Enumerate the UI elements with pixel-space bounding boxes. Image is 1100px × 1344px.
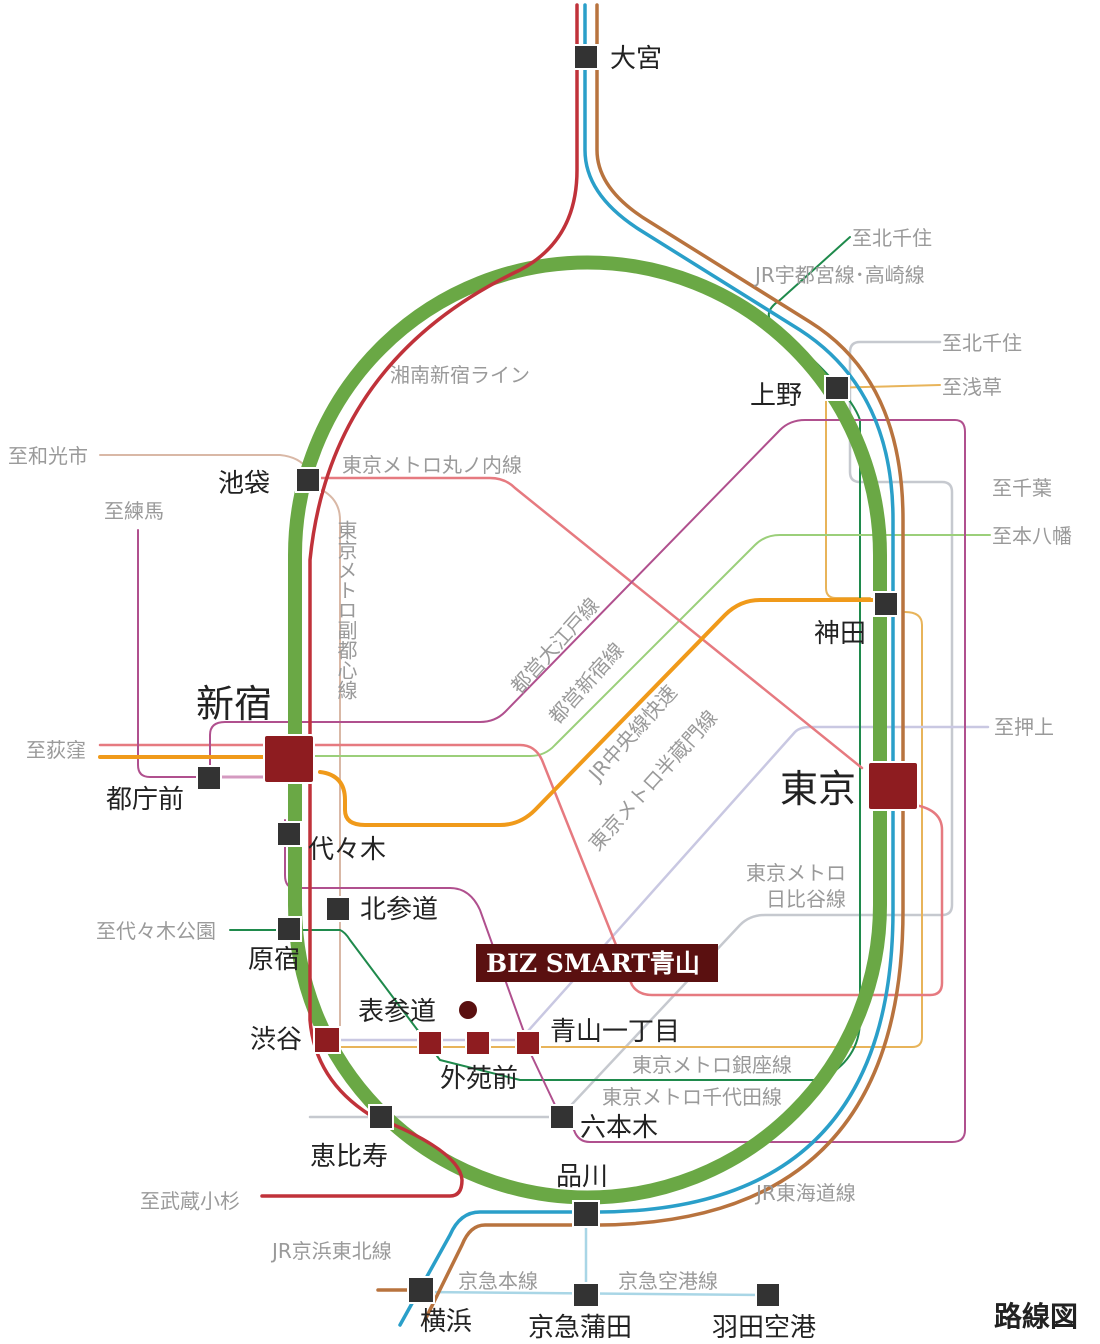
label-yoyogi: 代々木: [308, 835, 386, 865]
station-labels: 大宮 上野 池袋 神田 新宿 都庁前 東京 代々木 北参道 原宿 表参道 渋谷 …: [106, 44, 866, 1343]
line-yamanote: [288, 255, 887, 1205]
label-ebisu: 恵比寿: [310, 1142, 388, 1172]
map-title: 路線図: [994, 1300, 1078, 1333]
dest-chiba: 至千葉: [992, 476, 1052, 500]
label-gaienmae: 外苑前: [440, 1064, 518, 1094]
line-shinjuku: [314, 534, 991, 757]
label-shonan-shinjuku: 湘南新宿ライン: [390, 363, 530, 387]
label-tokaido: JR東海道線: [754, 1181, 856, 1205]
station-shibuya[interactable]: [313, 1026, 341, 1054]
station-haneda[interactable]: [755, 1282, 781, 1308]
station-ueno[interactable]: [824, 375, 850, 401]
label-hibiya-2: 日比谷線: [766, 887, 846, 911]
station-yoyogi[interactable]: [276, 821, 302, 847]
label-yokohama: 横浜: [420, 1307, 472, 1337]
stations: [196, 44, 919, 1308]
dest-ogikubo: 至荻窪: [26, 738, 86, 762]
dest-musashikosugi: 至武蔵小杉: [140, 1189, 240, 1213]
label-marunouchi: 東京メトロ丸ノ内線: [342, 453, 522, 477]
label-tokyo: 東京: [780, 767, 856, 811]
label-keihin-tohoku: JR京浜東北線: [270, 1239, 392, 1263]
label-shinagawa: 品川: [556, 1162, 608, 1192]
line-marunouchi: [98, 476, 944, 997]
label-chiyoda: 東京メトロ千代田線: [602, 1085, 782, 1109]
property-label-box: [476, 944, 718, 982]
label-omiya: 大宮: [610, 44, 662, 74]
label-roppongi: 六本木: [580, 1113, 658, 1143]
label-keikyu-kamata: 京急蒲田: [528, 1313, 632, 1343]
station-yokohama[interactable]: [407, 1276, 435, 1304]
label-hibiya-1: 東京メトロ: [746, 861, 846, 885]
label-keikyu-main: 京急本線: [458, 1269, 538, 1293]
station-shinjuku[interactable]: [263, 734, 315, 784]
station-gaienmae[interactable]: [465, 1030, 491, 1056]
label-harajuku: 原宿: [248, 945, 300, 975]
label-utsunomiya-takasaki: JR宇都宮線･高崎線: [753, 263, 925, 287]
label-keikyu-airport: 京急空港線: [618, 1269, 718, 1293]
dest-asakusa: 至浅草: [942, 375, 1002, 399]
station-roppongi[interactable]: [549, 1104, 575, 1130]
station-omiya[interactable]: [573, 44, 599, 70]
label-aoyama-itchome: 青山一丁目: [550, 1017, 680, 1047]
line-saikyo: [260, 3, 579, 1198]
property-dot: [459, 1001, 477, 1019]
station-keikyu-kamata[interactable]: [572, 1282, 600, 1308]
destination-labels: 至北千住 至北千住 至浅草 至千葉 至本八幡 至押上 至和光市 至練馬 至荻窪 …: [8, 226, 1072, 1213]
line-oedo: [137, 419, 966, 1143]
label-omotesando: 表参道: [358, 997, 436, 1027]
label-tochomae: 都庁前: [106, 785, 184, 815]
label-ikebukuro: 池袋: [218, 469, 270, 499]
station-shinagawa[interactable]: [572, 1200, 600, 1228]
label-haneda: 羽田空港: [712, 1313, 816, 1343]
dest-motoyawata: 至本八幡: [992, 524, 1072, 548]
dest-kitasenju-2: 至北千住: [942, 331, 1022, 355]
label-kanda: 神田: [814, 619, 866, 649]
dest-kitasenju-1: 至北千住: [852, 226, 932, 250]
label-ueno: 上野: [750, 381, 802, 411]
property-marker[interactable]: BIZ SMART青山: [459, 944, 718, 1019]
station-ikebukuro[interactable]: [295, 467, 321, 493]
station-aoyama-itchome[interactable]: [515, 1030, 541, 1056]
dest-yoyogi-koen: 至代々木公園: [96, 919, 216, 943]
label-shinjuku: 新宿: [196, 682, 272, 726]
station-harajuku[interactable]: [276, 916, 302, 942]
dest-wakoshi: 至和光市: [8, 444, 88, 468]
station-kitasando[interactable]: [325, 896, 351, 922]
label-ginza: 東京メトロ銀座線: [632, 1053, 792, 1077]
line-chuo: [98, 598, 874, 827]
station-kanda[interactable]: [873, 591, 899, 617]
station-ebisu[interactable]: [368, 1104, 394, 1130]
line-hibiya: [308, 340, 954, 1119]
label-shibuya: 渋谷: [250, 1025, 302, 1055]
label-fukutoshin: 東京メトロ副都心線: [334, 520, 358, 700]
station-omotesando[interactable]: [417, 1030, 443, 1056]
line-ginza: [339, 384, 941, 1048]
station-tokyo[interactable]: [867, 761, 919, 811]
dest-oshiage: 至押上: [994, 715, 1054, 739]
label-kitasando: 北参道: [360, 895, 438, 925]
property-label: BIZ SMART青山: [486, 949, 700, 978]
dest-nerima: 至練馬: [104, 499, 164, 523]
station-tochomae[interactable]: [196, 765, 222, 791]
